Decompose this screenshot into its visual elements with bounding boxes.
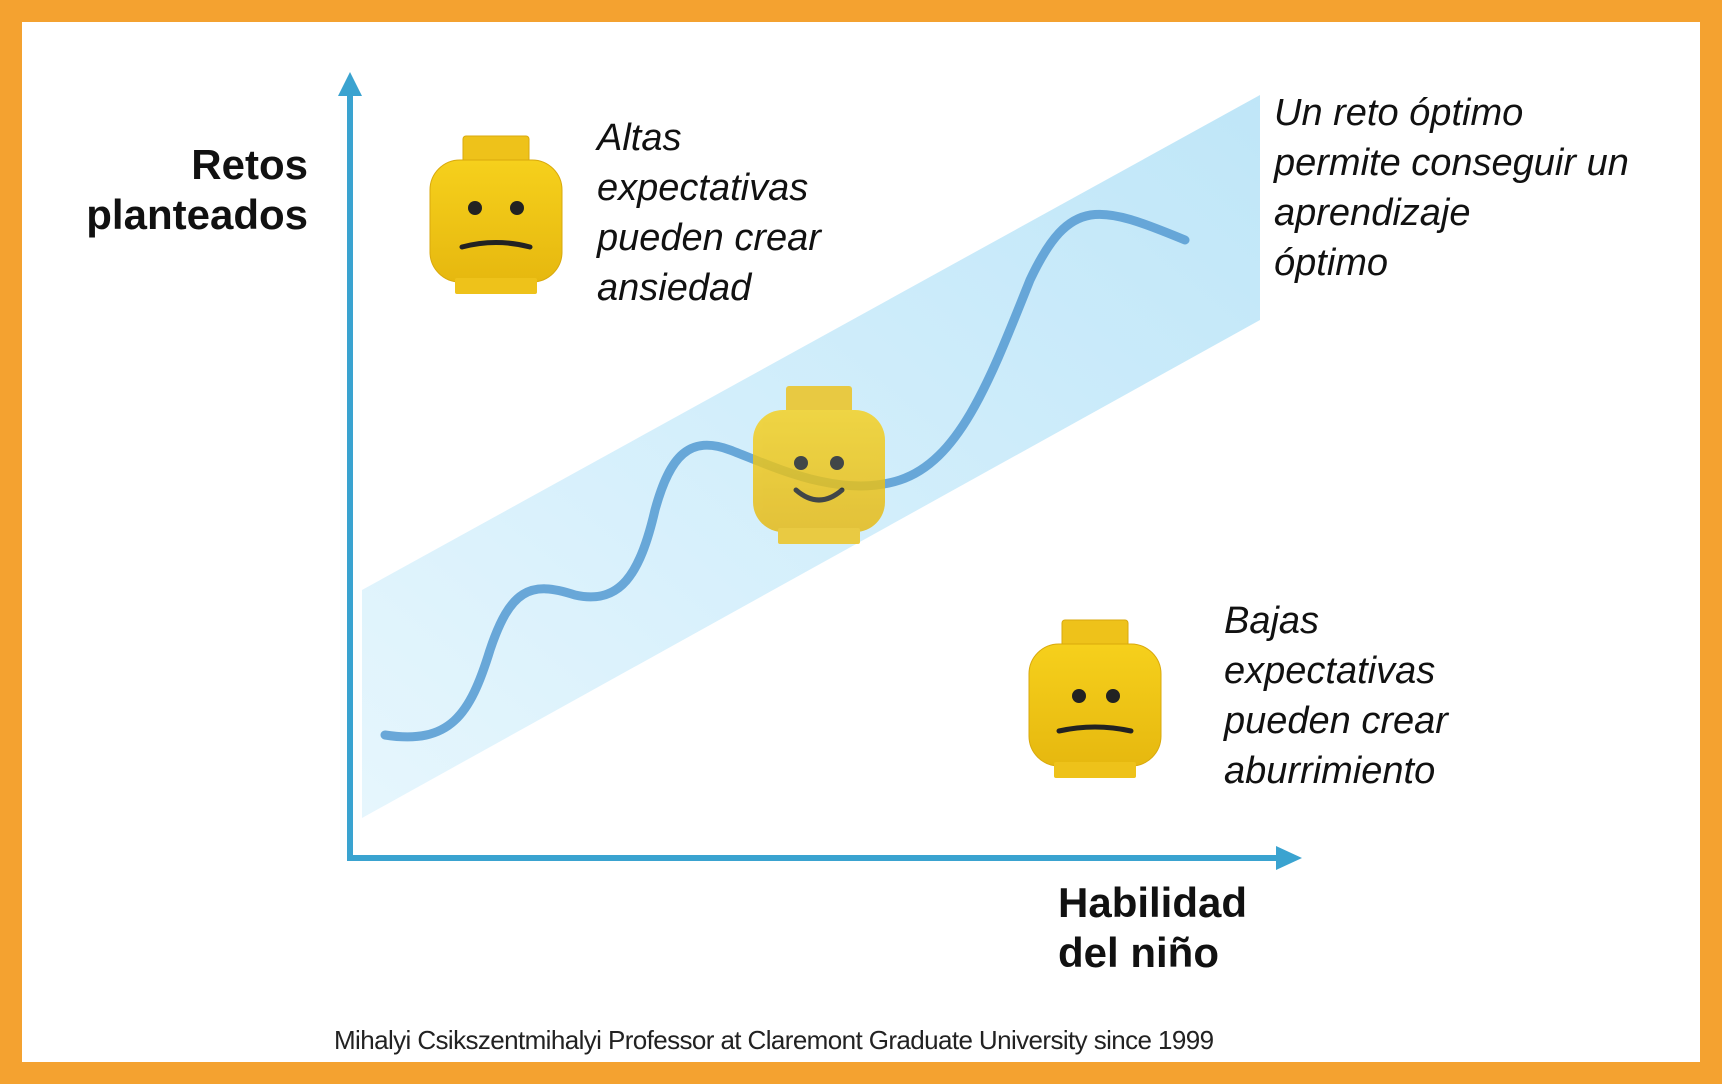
note-line: Altas — [597, 117, 682, 159]
note-line: Bajas — [1224, 600, 1320, 642]
note-line: permite conseguir un — [1274, 142, 1629, 184]
note-line: aprendizaje — [1274, 192, 1471, 234]
note-line: Un reto óptimo — [1274, 92, 1524, 134]
y-axis-label-line: planteados — [86, 191, 308, 238]
y-axis-arrow — [338, 72, 362, 96]
happy-face-icon — [753, 386, 885, 544]
note-line: expectativas — [597, 167, 809, 209]
note-line: pueden crear — [597, 217, 821, 259]
note-line: ansiedad — [597, 267, 752, 309]
sad-face-icon — [1028, 619, 1162, 778]
optimal-challenge-note: Un reto óptimo permite conseguir un apre… — [1274, 88, 1694, 288]
x-axis-label: Habilidad del niño — [1058, 878, 1358, 978]
learning-curve — [380, 209, 1190, 742]
high-expectations-note: Altas expectativas pueden crear ansiedad — [597, 113, 917, 313]
credit-text: Mihalyi Csikszentmihalyi Professor at Cl… — [334, 1025, 1214, 1055]
x-axis-arrow — [1276, 846, 1302, 870]
note-line: óptimo — [1274, 242, 1389, 284]
note-line: expectativas — [1224, 650, 1436, 692]
sad-face-icon — [429, 135, 563, 294]
y-axis-label-line: Retos — [191, 141, 308, 188]
x-axis-label-line: del niño — [1058, 929, 1219, 976]
note-line: pueden crear — [1224, 700, 1448, 742]
y-axis-label: Retos planteados — [40, 140, 308, 240]
note-line: aburrimiento — [1224, 750, 1436, 792]
x-axis-label-line: Habilidad — [1058, 879, 1248, 926]
low-expectations-note: Bajas expectativas pueden crear aburrimi… — [1224, 596, 1544, 796]
